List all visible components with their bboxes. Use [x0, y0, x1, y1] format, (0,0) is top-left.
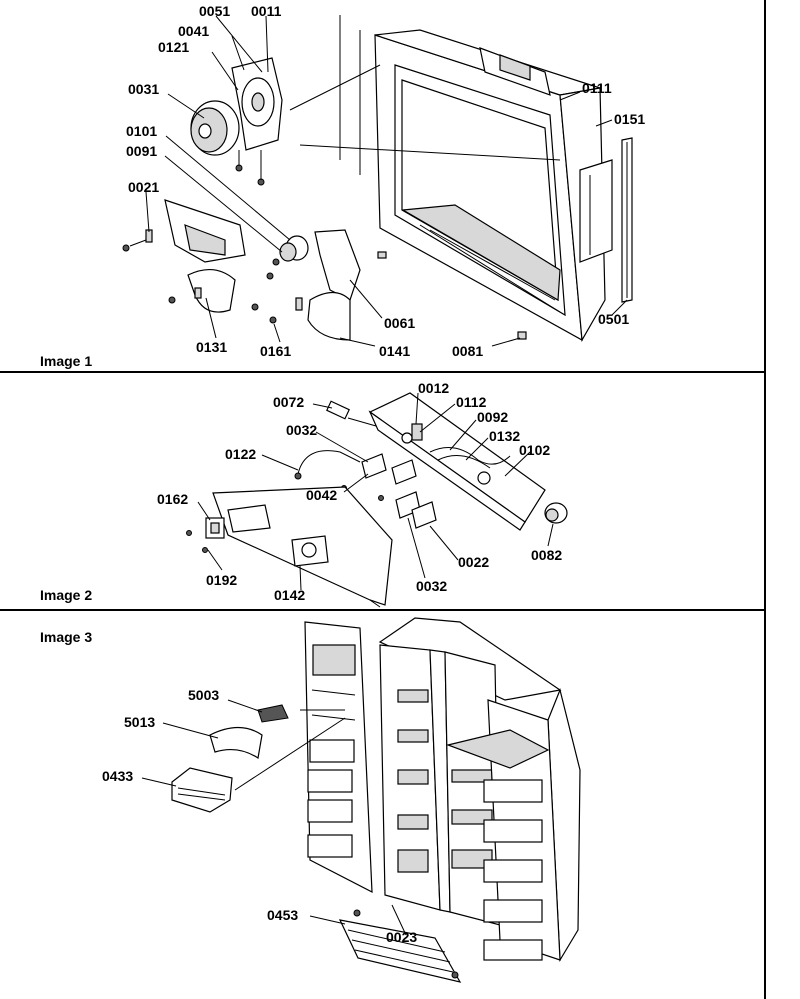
- panel-1: 0051 0011 0041 0121 0031 0101 0091 0021 …: [40, 3, 645, 369]
- callout-0012: 0012: [418, 380, 449, 396]
- thermistor: [326, 400, 377, 427]
- refrigerator-cabinet: [304, 617, 581, 983]
- callout-0121: 0121: [158, 39, 189, 55]
- switch-lower: [378, 491, 437, 529]
- light-switch: [186, 517, 225, 553]
- callout-0122: 0122: [225, 446, 256, 462]
- callout-0023: 0023: [386, 929, 417, 945]
- callout-0061: 0061: [384, 315, 415, 331]
- callout-0011: 0011: [251, 3, 282, 19]
- left-damper: [122, 199, 246, 313]
- callout-0072: 0072: [273, 394, 304, 410]
- gasket-strip: [621, 137, 633, 303]
- leaders-panel-1: [145, 15, 628, 347]
- callout-0081: 0081: [452, 343, 483, 359]
- callout-0433: 0433: [102, 768, 133, 784]
- fan-blade: [190, 100, 240, 156]
- callout-0162: 0162: [157, 491, 188, 507]
- callout-0192: 0192: [206, 572, 237, 588]
- callout-0101: 0101: [126, 123, 157, 139]
- chute-flap: [257, 704, 289, 723]
- panel-1-caption: Image 1: [40, 353, 92, 369]
- callout-0032-lower: 0032: [416, 578, 447, 594]
- liner-frame: [374, 29, 613, 342]
- callout-0021: 0021: [128, 179, 159, 195]
- callout-0161: 0161: [260, 343, 291, 359]
- callout-0111: 0111: [582, 80, 612, 96]
- leaders-panel-2: [197, 392, 554, 591]
- callout-0051: 0051: [199, 3, 230, 19]
- wire-harness: [297, 450, 361, 475]
- front-panel: [212, 486, 393, 608]
- callout-0151: 0151: [614, 111, 645, 127]
- callout-0022: 0022: [458, 554, 489, 570]
- panel-3: Image 3: [40, 617, 581, 983]
- callout-0142: 0142: [274, 587, 305, 603]
- callout-0092: 0092: [477, 409, 508, 425]
- callout-0042: 0042: [306, 487, 337, 503]
- callout-0082: 0082: [531, 547, 562, 563]
- callout-0031: 0031: [128, 81, 159, 97]
- callout-0131: 0131: [196, 339, 227, 355]
- callout-0032-upper: 0032: [286, 422, 317, 438]
- callout-0141: 0141: [379, 343, 410, 359]
- callout-0132: 0132: [489, 428, 520, 444]
- callout-0453: 0453: [267, 907, 298, 923]
- callout-0112: 0112: [456, 394, 487, 410]
- callout-5003: 5003: [188, 687, 219, 703]
- fan-bracket: [231, 57, 283, 186]
- damper-motor: [266, 235, 309, 280]
- callout-5013: 5013: [124, 714, 155, 730]
- panel-2-caption: Image 2: [40, 587, 92, 603]
- ice-bin: [171, 767, 233, 813]
- ice-chute: [209, 726, 263, 759]
- leaders-panel-3: [141, 699, 407, 936]
- callout-0501: 0501: [598, 311, 629, 327]
- callout-0102: 0102: [519, 442, 550, 458]
- callout-0041: 0041: [178, 23, 209, 39]
- callout-0091: 0091: [126, 143, 157, 159]
- control-housing: [368, 392, 546, 531]
- control-knob: [544, 502, 568, 524]
- panel-3-caption: Image 3: [40, 629, 92, 645]
- panel-2: 0072 0012 0112 0092 0032 0132 0122 0102 …: [40, 380, 568, 608]
- right-damper: [251, 229, 361, 341]
